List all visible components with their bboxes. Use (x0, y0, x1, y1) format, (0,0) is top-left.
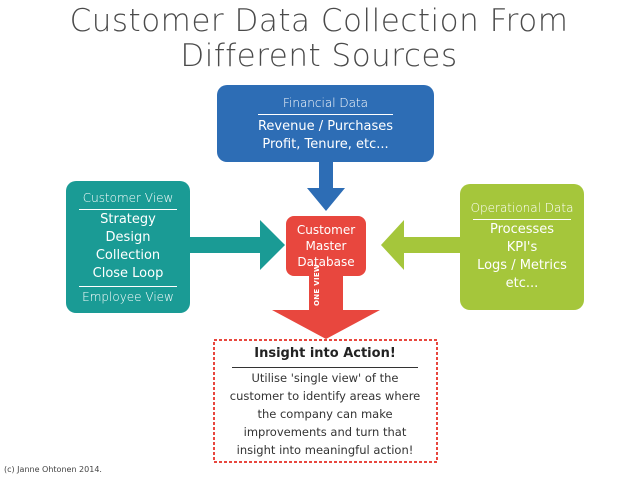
operational-line-1: Processes (489, 222, 555, 237)
insight-body: Utilise 'single view' of the customer to… (216, 369, 434, 459)
insight-line-5: insight into meaningful action! (236, 443, 414, 457)
financial-arrow (307, 162, 345, 211)
customer-view-arrow (190, 220, 285, 270)
financial-header: Financial Data (282, 96, 368, 110)
customer-view-body: Strategy Design Collection Close Loop (66, 211, 190, 283)
insight-rule (232, 367, 418, 368)
operational-line-4: etc... (505, 276, 539, 291)
master-line-1: Customer (296, 223, 356, 237)
operational-body: Processes KPI's Logs / Metrics etc... (460, 221, 584, 293)
customer-view-rule-bottom (79, 286, 177, 287)
master-database-box (286, 216, 366, 276)
insight-line-2: customer to identify areas where (229, 389, 421, 403)
operational-rule (473, 219, 571, 220)
copyright-credit: (c) Janne Ohtonen 2014. (4, 465, 102, 474)
master-database-label: Customer Master Database (286, 222, 366, 270)
customer-view-line-4: Close Loop (92, 266, 164, 281)
customer-view-line-3: Collection (95, 248, 161, 263)
operational-line-3: Logs / Metrics (477, 258, 567, 273)
master-line-2: Master (305, 239, 347, 253)
customer-view-box (66, 181, 190, 313)
financial-line-1: Revenue / Purchases (257, 119, 394, 134)
financial-body: Revenue / Purchases Profit, Tenure, etc.… (217, 118, 434, 154)
insight-line-3: the company can make (257, 407, 393, 421)
customer-view-line-2: Design (105, 230, 151, 245)
page-title-line-1: Customer Data Collection From (69, 3, 569, 39)
customer-view-header: Customer View (82, 191, 174, 205)
financial-rule (258, 114, 393, 115)
insight-title: Insight into Action! (254, 346, 396, 361)
operational-arrow (381, 220, 460, 270)
one-view-arrow (272, 276, 380, 339)
page-title-line-2: Different Sources (180, 38, 458, 74)
one-view-label: ONE VIEW (313, 264, 321, 306)
customer-view-rule-top (79, 209, 177, 210)
customer-view-line-1: Strategy (100, 212, 156, 227)
financial-line-2: Profit, Tenure, etc... (262, 137, 389, 152)
operational-data-box (460, 184, 584, 310)
financial-data-box (217, 85, 434, 162)
insight-line-4: improvements and turn that (243, 425, 407, 439)
insight-box (213, 339, 438, 463)
master-line-3: Database (297, 255, 355, 269)
employee-view-label: Employee View (82, 290, 174, 304)
operational-line-2: KPI's (506, 240, 538, 255)
operational-header: Operational Data (470, 201, 574, 215)
insight-line-1: Utilise 'single view' of the (251, 371, 399, 385)
